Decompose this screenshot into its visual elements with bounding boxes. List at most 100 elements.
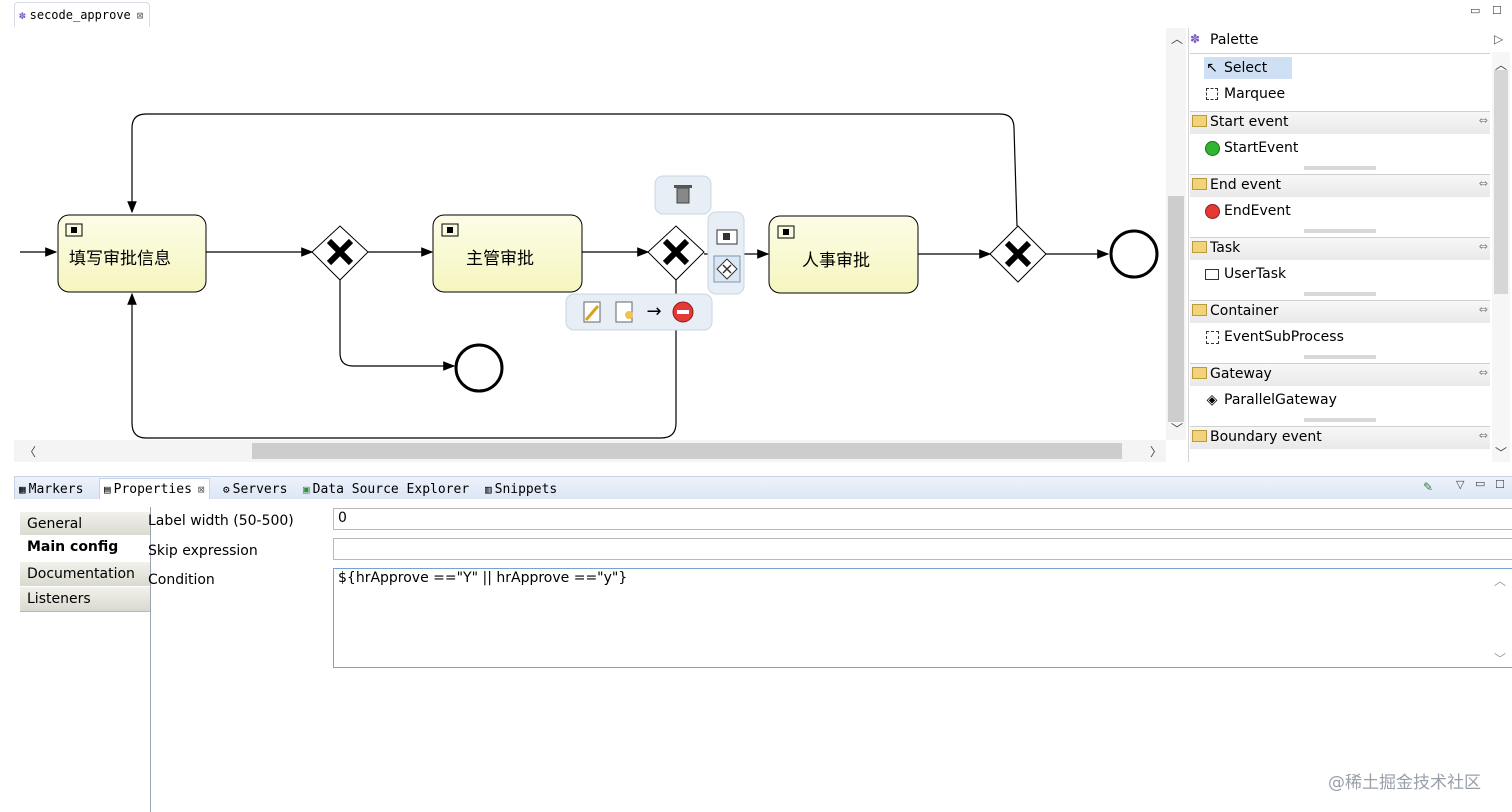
editor-tab-label: secode_approve	[29, 8, 131, 22]
diagram-canvas[interactable]: 填写审批信息 主管审批 人事审批	[14, 28, 1166, 440]
user-task-icon	[1204, 266, 1220, 282]
user-task[interactable]: 填写审批信息	[57, 214, 207, 293]
minimize-view-button[interactable]: ▭	[1475, 477, 1486, 490]
side-tab-listeners[interactable]: Listeners	[20, 586, 150, 612]
exclusive-gateway[interactable]	[311, 225, 369, 281]
scroll-up-icon[interactable]: ︿	[1494, 574, 1507, 588]
edit-icon[interactable]	[583, 301, 601, 323]
pin-icon[interactable]: ⇔	[1478, 429, 1488, 442]
palette-entry-start-event[interactable]: StartEvent	[1204, 137, 1298, 159]
context-pad[interactable]: →	[565, 175, 745, 331]
maximize-button[interactable]: ☐	[1492, 4, 1502, 17]
pin-icon[interactable]: ⇔	[1478, 240, 1488, 253]
maximize-view-button[interactable]: ☐	[1495, 478, 1505, 491]
user-task-icon	[65, 223, 83, 237]
tab-properties[interactable]: ▤ Properties ⊠	[99, 478, 210, 499]
palette-drawer-container[interactable]: Container ⇔	[1190, 300, 1490, 323]
scroll-down-icon[interactable]: ﹀	[1495, 446, 1508, 460]
tab-markers[interactable]: ▦ Markers	[19, 480, 83, 498]
scroll-up-icon[interactable]: ︿	[1495, 58, 1508, 72]
trash-icon[interactable]	[674, 185, 692, 204]
palette-entry-partial	[1204, 226, 1376, 234]
tab-label: Servers	[232, 481, 288, 497]
connect-arrow-icon[interactable]: →	[646, 301, 661, 322]
sequence-flow[interactable]	[127, 280, 677, 439]
sequence-flow[interactable]	[127, 113, 1018, 227]
folder-icon	[1192, 430, 1207, 442]
folder-icon	[1192, 304, 1207, 316]
close-icon[interactable]: ⊠	[136, 8, 144, 22]
palette-drawer-end-event[interactable]: End event ⇔	[1190, 174, 1490, 197]
exclusive-gateway[interactable]	[647, 225, 705, 281]
scroll-down-icon[interactable]: ﹀	[1494, 652, 1507, 666]
palette-tool-label: Marquee	[1224, 86, 1286, 102]
sequence-flow[interactable]	[339, 280, 456, 371]
vertical-scroll-thumb[interactable]	[1168, 196, 1184, 422]
palette-entry-partial	[1204, 163, 1376, 171]
palette-tool-label: Select	[1224, 60, 1268, 76]
user-task[interactable]: 人事审批	[768, 215, 919, 294]
palette-entry-user-task[interactable]: UserTask	[1204, 263, 1286, 285]
side-tab-label: Listeners	[27, 591, 91, 607]
label-width-label: Label width (50-500)	[148, 513, 294, 529]
end-event-icon[interactable]	[672, 301, 694, 323]
palette-tool-select[interactable]: ↖ Select	[1204, 57, 1292, 79]
tab-data-source-explorer[interactable]: ▣ Data Source Explorer	[303, 480, 469, 498]
palette-scroll-thumb[interactable]	[1494, 70, 1508, 294]
condition-field[interactable]: ${hrApprove =="Y" || hrApprove =="y"}	[333, 568, 1512, 668]
servers-icon: ⚙	[223, 482, 230, 496]
close-icon[interactable]: ⊠	[197, 482, 205, 496]
palette-drawer-boundary-event[interactable]: Boundary event ⇔	[1190, 426, 1490, 449]
pin-icon[interactable]: ⇔	[1478, 366, 1488, 379]
label-width-field[interactable]: 0	[333, 508, 1512, 530]
folder-icon	[1192, 115, 1207, 127]
user-task-icon[interactable]	[716, 229, 738, 245]
palette-entry-parallel-gateway[interactable]: ◈ ParallelGateway	[1204, 389, 1337, 411]
horizontal-scroll-thumb[interactable]	[252, 443, 1122, 459]
pin-icon[interactable]: ⇔	[1478, 177, 1488, 190]
minimize-button[interactable]: ▭	[1470, 4, 1481, 17]
user-task[interactable]: 主管审批	[432, 214, 583, 293]
new-document-icon[interactable]	[615, 301, 633, 323]
markers-icon: ▦	[19, 482, 26, 496]
scroll-down-icon[interactable]: ﹀	[1171, 422, 1184, 436]
side-tab-documentation[interactable]: Documentation	[20, 561, 150, 587]
side-tab-general[interactable]: General	[20, 511, 150, 537]
end-event[interactable]	[1109, 229, 1159, 279]
side-tab-main-config[interactable]: Main config	[20, 535, 150, 559]
palette-entry-event-subprocess[interactable]: EventSubProcess	[1204, 326, 1344, 348]
pin-view-icon[interactable]: ✎	[1423, 480, 1434, 494]
palette-header[interactable]: ✽ Palette ▷	[1190, 30, 1503, 52]
skip-expression-field[interactable]	[333, 538, 1512, 560]
end-event[interactable]	[454, 343, 504, 393]
palette-entry-end-event[interactable]: EndEvent	[1204, 200, 1291, 222]
divider	[1190, 53, 1490, 54]
drawer-label: Boundary event	[1210, 429, 1322, 445]
tab-label: Properties	[113, 481, 192, 497]
pin-icon[interactable]: ⇔	[1478, 114, 1488, 127]
task-label: 填写审批信息	[69, 249, 171, 269]
tab-servers[interactable]: ⚙ Servers	[223, 480, 287, 498]
view-menu-icon[interactable]: ▽	[1456, 478, 1465, 491]
palette-tool-marquee[interactable]: Marquee	[1204, 83, 1285, 105]
gateway-icon[interactable]	[713, 255, 741, 283]
watermark: @稀土掘金技术社区	[1328, 773, 1481, 793]
palette-entry-label: UserTask	[1224, 266, 1287, 282]
task-label: 人事审批	[802, 251, 870, 271]
folder-icon	[1192, 367, 1207, 379]
tab-snippets[interactable]: ▥ Snippets	[485, 480, 557, 498]
exclusive-gateway[interactable]	[989, 225, 1047, 283]
scroll-left-icon[interactable]: 〈	[24, 445, 37, 459]
palette-drawer-task[interactable]: Task ⇔	[1190, 237, 1490, 260]
collapse-palette-icon[interactable]: ▷	[1494, 32, 1504, 46]
scroll-up-icon[interactable]: ︿	[1171, 32, 1184, 46]
palette-entry-label: EventSubProcess	[1224, 329, 1344, 345]
editor-tab[interactable]: ✽ secode_approve ⊠	[14, 2, 151, 27]
skip-expression-label: Skip expression	[148, 543, 258, 559]
pin-icon[interactable]: ⇔	[1478, 303, 1488, 316]
palette-drawer-gateway[interactable]: Gateway ⇔	[1190, 363, 1490, 386]
bpmn-diagram[interactable]: 填写审批信息 主管审批 人事审批	[14, 28, 1166, 440]
palette-drawer-start-event[interactable]: Start event ⇔	[1190, 111, 1490, 134]
scroll-right-icon[interactable]: 〉	[1150, 445, 1163, 459]
panel-sash[interactable]	[0, 462, 1512, 476]
